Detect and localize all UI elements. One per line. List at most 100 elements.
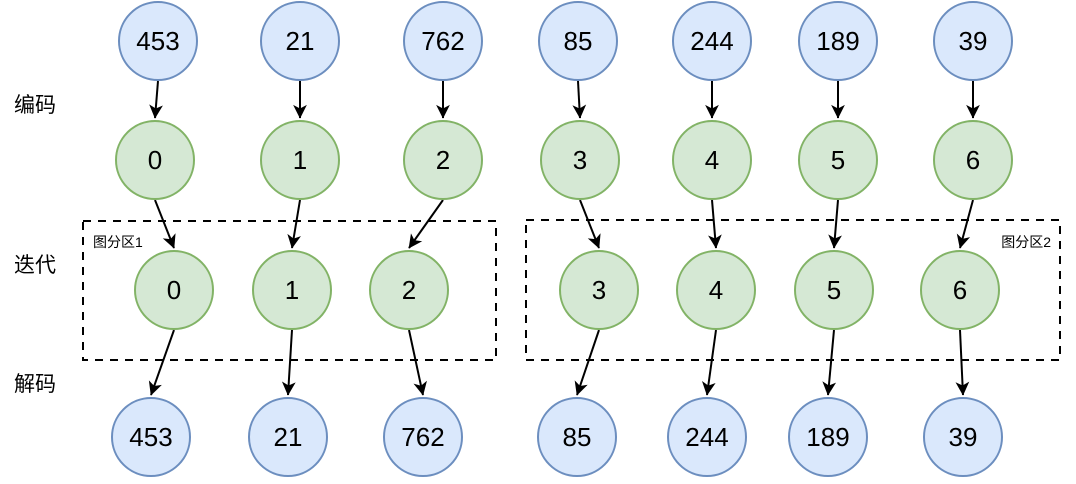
node-circle	[933, 1, 1013, 81]
node-circle	[134, 250, 214, 330]
node-circle	[933, 120, 1013, 200]
node-encoded-ids-6: 6	[933, 120, 1013, 200]
arrow-encoded-ids-to-iterated-ids-5	[828, 199, 842, 249]
node-circle	[383, 397, 463, 477]
node-value: 453	[136, 26, 179, 56]
node-circle	[538, 1, 618, 81]
node-value: 762	[401, 422, 444, 452]
node-value: 453	[129, 422, 172, 452]
arrow-iterated-ids-to-decoded-values-0	[148, 329, 175, 396]
node-value: 21	[286, 26, 315, 56]
arrow-encoded-ids-to-iterated-ids-0	[154, 199, 176, 249]
node-value: 85	[564, 26, 593, 56]
node-input-values-4: 244	[672, 1, 752, 81]
arrow-iterated-ids-to-decoded-values-1	[281, 329, 296, 396]
node-value: 21	[274, 422, 303, 452]
arrow-input-values-to-encoded-ids-0	[149, 80, 163, 119]
node-circle	[537, 397, 617, 477]
arrow-encoded-ids-to-iterated-ids-6	[956, 199, 974, 249]
arrow-encoded-ids-to-iterated-ids-2	[408, 199, 444, 249]
node-value: 762	[421, 26, 464, 56]
node-circle	[248, 397, 328, 477]
node-value: 1	[285, 275, 299, 305]
row-label-2: 解码	[14, 373, 56, 396]
node-encoded-ids-2: 2	[403, 120, 483, 200]
node-iterated-ids-1: 1	[252, 250, 332, 330]
node-input-values-1: 21	[260, 1, 340, 81]
arrow-input-values-to-encoded-ids-3	[572, 80, 587, 119]
node-circle	[794, 250, 874, 330]
node-decoded-values-5: 189	[788, 397, 868, 477]
node-value: 3	[573, 145, 587, 175]
partition-label-1: 图分区1	[93, 234, 143, 250]
node-circle	[111, 397, 191, 477]
arrow-iterated-ids-to-decoded-values-4	[701, 329, 717, 396]
node-input-values-3: 85	[538, 1, 618, 81]
node-circle	[798, 1, 878, 81]
arrow-iterated-ids-to-decoded-values-6	[955, 329, 970, 396]
node-decoded-values-2: 762	[383, 397, 463, 477]
node-circle	[540, 120, 620, 200]
node-value: 244	[690, 26, 733, 56]
node-iterated-ids-5: 5	[794, 250, 874, 330]
node-circle	[559, 250, 639, 330]
row-label-0: 编码	[14, 94, 56, 117]
node-value: 244	[685, 422, 728, 452]
node-value: 5	[831, 145, 845, 175]
node-circle	[672, 120, 752, 200]
node-value: 3	[592, 275, 606, 305]
node-circle	[403, 120, 483, 200]
node-circle	[920, 250, 1000, 330]
node-value: 4	[709, 275, 723, 305]
node-value: 39	[959, 26, 988, 56]
node-circle	[260, 1, 340, 81]
partition-box-2	[525, 219, 1061, 361]
node-encoded-ids-3: 3	[540, 120, 620, 200]
node-iterated-ids-6: 6	[920, 250, 1000, 330]
arrow-iterated-ids-to-decoded-values-5	[822, 329, 837, 396]
node-input-values-0: 453	[118, 1, 198, 81]
row-label-1: 迭代	[14, 254, 56, 277]
node-circle	[252, 250, 332, 330]
node-value: 0	[148, 145, 162, 175]
node-decoded-values-1: 21	[248, 397, 328, 477]
node-circle	[115, 120, 195, 200]
node-value: 85	[563, 422, 592, 452]
node-decoded-values-6: 39	[923, 397, 1003, 477]
partition-box-1	[82, 220, 497, 361]
node-encoded-ids-1: 1	[260, 120, 340, 200]
node-value: 189	[816, 26, 859, 56]
node-circle	[676, 250, 756, 330]
node-circle	[672, 1, 752, 81]
node-encoded-ids-0: 0	[115, 120, 195, 200]
node-value: 189	[806, 422, 849, 452]
node-iterated-ids-0: 0	[134, 250, 214, 330]
node-value: 0	[167, 275, 181, 305]
node-value: 2	[436, 145, 450, 175]
arrow-encoded-ids-to-iterated-ids-4	[708, 199, 722, 249]
node-decoded-values-0: 453	[111, 397, 191, 477]
node-input-values-5: 189	[798, 1, 878, 81]
node-value: 4	[705, 145, 719, 175]
node-decoded-values-4: 244	[667, 397, 747, 477]
arrow-iterated-ids-to-decoded-values-2	[408, 329, 427, 396]
node-value: 6	[953, 275, 967, 305]
node-input-values-2: 762	[403, 1, 483, 81]
arrow-encoded-ids-to-iterated-ids-1	[287, 199, 301, 249]
node-circle	[798, 120, 878, 200]
node-value: 2	[402, 275, 416, 305]
node-value: 1	[293, 145, 307, 175]
node-circle	[260, 120, 340, 200]
node-input-values-6: 39	[933, 1, 1013, 81]
node-iterated-ids-3: 3	[559, 250, 639, 330]
node-value: 6	[966, 145, 980, 175]
arrow-iterated-ids-to-decoded-values-3	[574, 329, 600, 396]
node-encoded-ids-5: 5	[798, 120, 878, 200]
node-circle	[667, 397, 747, 477]
node-circle	[788, 397, 868, 477]
node-circle	[403, 1, 483, 81]
node-encoded-ids-4: 4	[672, 120, 752, 200]
node-iterated-ids-4: 4	[676, 250, 756, 330]
